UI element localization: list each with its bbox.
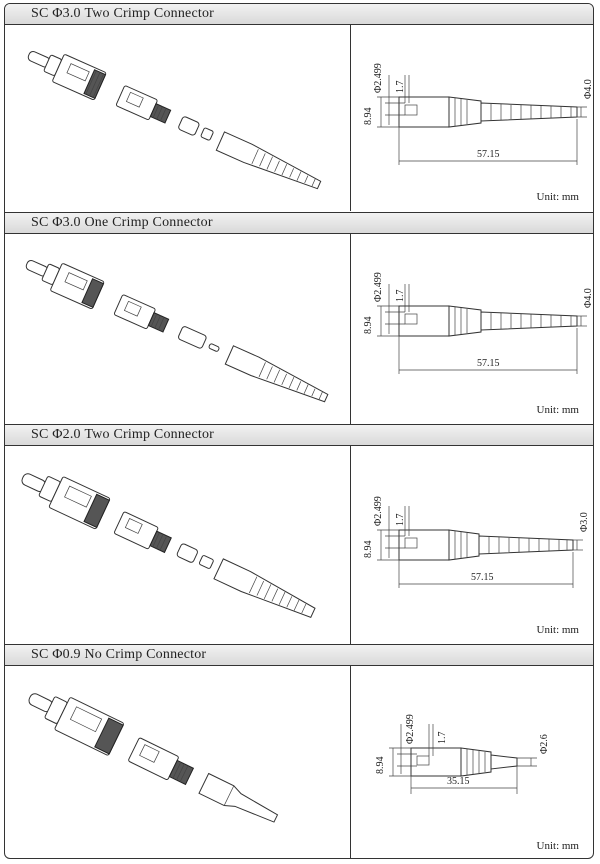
exploded-view — [5, 234, 351, 424]
dimension-view: Φ2.499 1.7 8.94 Φ4.0 57.15 Unit: mm — [351, 234, 593, 424]
connector-exploded-drawing — [25, 259, 329, 403]
dim-height: 8.94 — [363, 317, 374, 335]
section-sc30-one-crimp: SC Φ3.0 One Crimp Connector — [5, 212, 593, 424]
connector-exploded-drawing — [21, 473, 316, 618]
section-header: SC Φ2.0 Two Crimp Connector — [5, 424, 593, 446]
dim-length: 57.15 — [471, 572, 494, 583]
dim-height: 8.94 — [375, 757, 386, 775]
dimension-drawing: Φ2.499 1.7 8.94 Φ2.6 35.15 — [375, 714, 550, 794]
dim-ferrule-offset: 1.7 — [395, 290, 406, 303]
dim-ferrule-offset: 1.7 — [437, 732, 448, 745]
unit-label: Unit: mm — [536, 404, 579, 416]
spec-sheet: SC Φ3.0 Two Crimp Connector — [4, 3, 594, 859]
dim-diameter-ferrule: Φ2.499 — [373, 63, 384, 93]
section-sc30-two-crimp: SC Φ3.0 Two Crimp Connector — [5, 4, 593, 212]
section-title: SC Φ2.0 Two Crimp Connector — [31, 427, 215, 442]
section-title: SC Φ3.0 One Crimp Connector — [31, 215, 213, 230]
dim-diameter-ferrule: Φ2.499 — [373, 272, 384, 302]
dim-height: 8.94 — [363, 541, 374, 559]
exploded-view — [5, 25, 351, 211]
connector-exploded-drawing — [28, 693, 279, 823]
dim-diameter-ferrule: Φ2.499 — [373, 496, 384, 526]
section-title: SC Φ0.9 No Crimp Connector — [31, 647, 207, 662]
dim-boot-diameter: Φ4.0 — [583, 79, 594, 99]
section-sc20-two-crimp: SC Φ2.0 Two Crimp Connector — [5, 424, 593, 644]
section-header: SC Φ3.0 One Crimp Connector — [5, 212, 593, 234]
dimension-view: Φ2.499 1.7 8.94 Φ2.6 35.15 Unit: mm — [351, 666, 593, 858]
dimension-view: Φ2.499 1.7 8.94 Φ3.0 57.15 Unit: mm — [351, 446, 593, 644]
section-header: SC Φ0.9 No Crimp Connector — [5, 644, 593, 666]
connector-exploded-drawing — [27, 50, 322, 190]
dim-diameter-ferrule: Φ2.499 — [405, 714, 416, 744]
exploded-view — [5, 666, 351, 858]
dim-boot-diameter: Φ4.0 — [583, 288, 594, 308]
unit-label: Unit: mm — [536, 624, 579, 636]
unit-label: Unit: mm — [536, 191, 579, 203]
dim-ferrule-offset: 1.7 — [395, 81, 406, 94]
dim-boot-diameter: Φ2.6 — [539, 734, 550, 754]
section-header: SC Φ3.0 Two Crimp Connector — [5, 4, 593, 25]
dimension-drawing: Φ2.499 1.7 8.94 Φ4.0 57.15 — [363, 63, 594, 165]
dim-boot-diameter: Φ3.0 — [579, 512, 590, 532]
dimension-view: Φ2.499 1.7 8.94 Φ4.0 57.15 Unit: mm — [351, 25, 593, 211]
section-title: SC Φ3.0 Two Crimp Connector — [31, 6, 215, 21]
dimension-drawing: Φ2.499 1.7 8.94 Φ4.0 57.15 — [363, 272, 594, 374]
dim-length: 57.15 — [477, 149, 500, 160]
dimension-drawing: Φ2.499 1.7 8.94 Φ3.0 57.15 — [363, 496, 590, 588]
dim-ferrule-offset: 1.7 — [395, 514, 406, 527]
dim-height: 8.94 — [363, 108, 374, 126]
section-sc09-no-crimp: SC Φ0.9 No Crimp Connector — [5, 644, 593, 858]
dim-length: 35.15 — [447, 776, 470, 787]
unit-label: Unit: mm — [536, 840, 579, 852]
exploded-view — [5, 446, 351, 644]
dim-length: 57.15 — [477, 358, 500, 369]
